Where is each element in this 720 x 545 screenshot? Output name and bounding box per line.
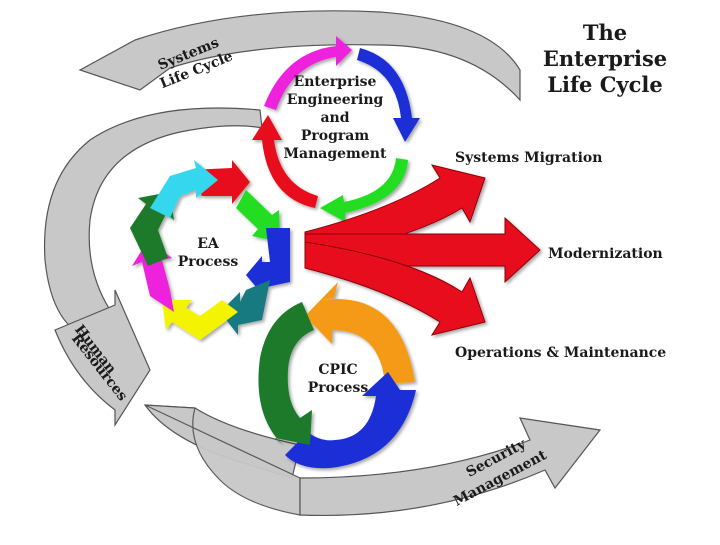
- ee-line-2: Engineering: [287, 92, 384, 108]
- red-arc-arrow: [252, 115, 318, 208]
- title-line-1: The: [582, 20, 628, 45]
- ee-line-1: Enterprise: [294, 74, 377, 90]
- ee-line-4: Program: [301, 128, 369, 144]
- ee-line-3: and: [320, 110, 349, 126]
- cpic-orange-arc-arrow: [305, 282, 415, 384]
- gray-outer-cycle: [43, 10, 602, 517]
- modernization-label: Modernization: [548, 246, 663, 262]
- cpic-blue-arc-arrow: [285, 372, 416, 469]
- bottom-gray-band-left: [144, 404, 301, 516]
- enterprise-engineering-cycle: [252, 36, 420, 222]
- ea-line-1: EA: [197, 236, 220, 252]
- ea-teal-segment: [220, 280, 270, 335]
- systems-life-cycle-arrow: [78, 10, 521, 102]
- ea-line-2: Process: [178, 254, 239, 270]
- human-resources-arrow: [54, 289, 151, 428]
- ea-yellow-segment: [162, 300, 238, 340]
- security-management-arrow: [299, 417, 602, 517]
- diagram-title: The Enterprise Life Cycle: [520, 20, 690, 98]
- title-line-3: Life Cycle: [547, 72, 663, 97]
- systems-migration-label: Systems Migration: [455, 150, 602, 166]
- green-arc-arrow: [320, 158, 408, 222]
- ea-blue-segment: [246, 228, 290, 294]
- title-line-2: Enterprise: [542, 46, 668, 71]
- ea-process-label: EA Process: [178, 236, 239, 270]
- cpic-green-arc-arrow: [258, 302, 314, 448]
- ea-cyan-segment: [150, 160, 218, 218]
- cpic-process-cycle: [258, 282, 416, 469]
- ee-line-5: Management: [284, 146, 387, 162]
- ea-process-cycle: [130, 160, 290, 340]
- operations-maintenance-arrow: [304, 241, 486, 336]
- cpic-process-label: CPIC Process: [308, 362, 369, 396]
- output-labels: Systems Migration Modernization Operatio…: [455, 150, 666, 361]
- operations-maintenance-label: Operations & Maintenance: [455, 345, 666, 361]
- cpic-line-2: Process: [308, 380, 369, 396]
- cpic-line-1: CPIC: [318, 362, 357, 378]
- red-output-arrows: [304, 164, 541, 336]
- blue-arc-arrow: [357, 48, 420, 142]
- enterprise-engineering-label: Enterprise Engineering and Program Manag…: [284, 74, 387, 162]
- magenta-arc-arrow: [264, 36, 352, 110]
